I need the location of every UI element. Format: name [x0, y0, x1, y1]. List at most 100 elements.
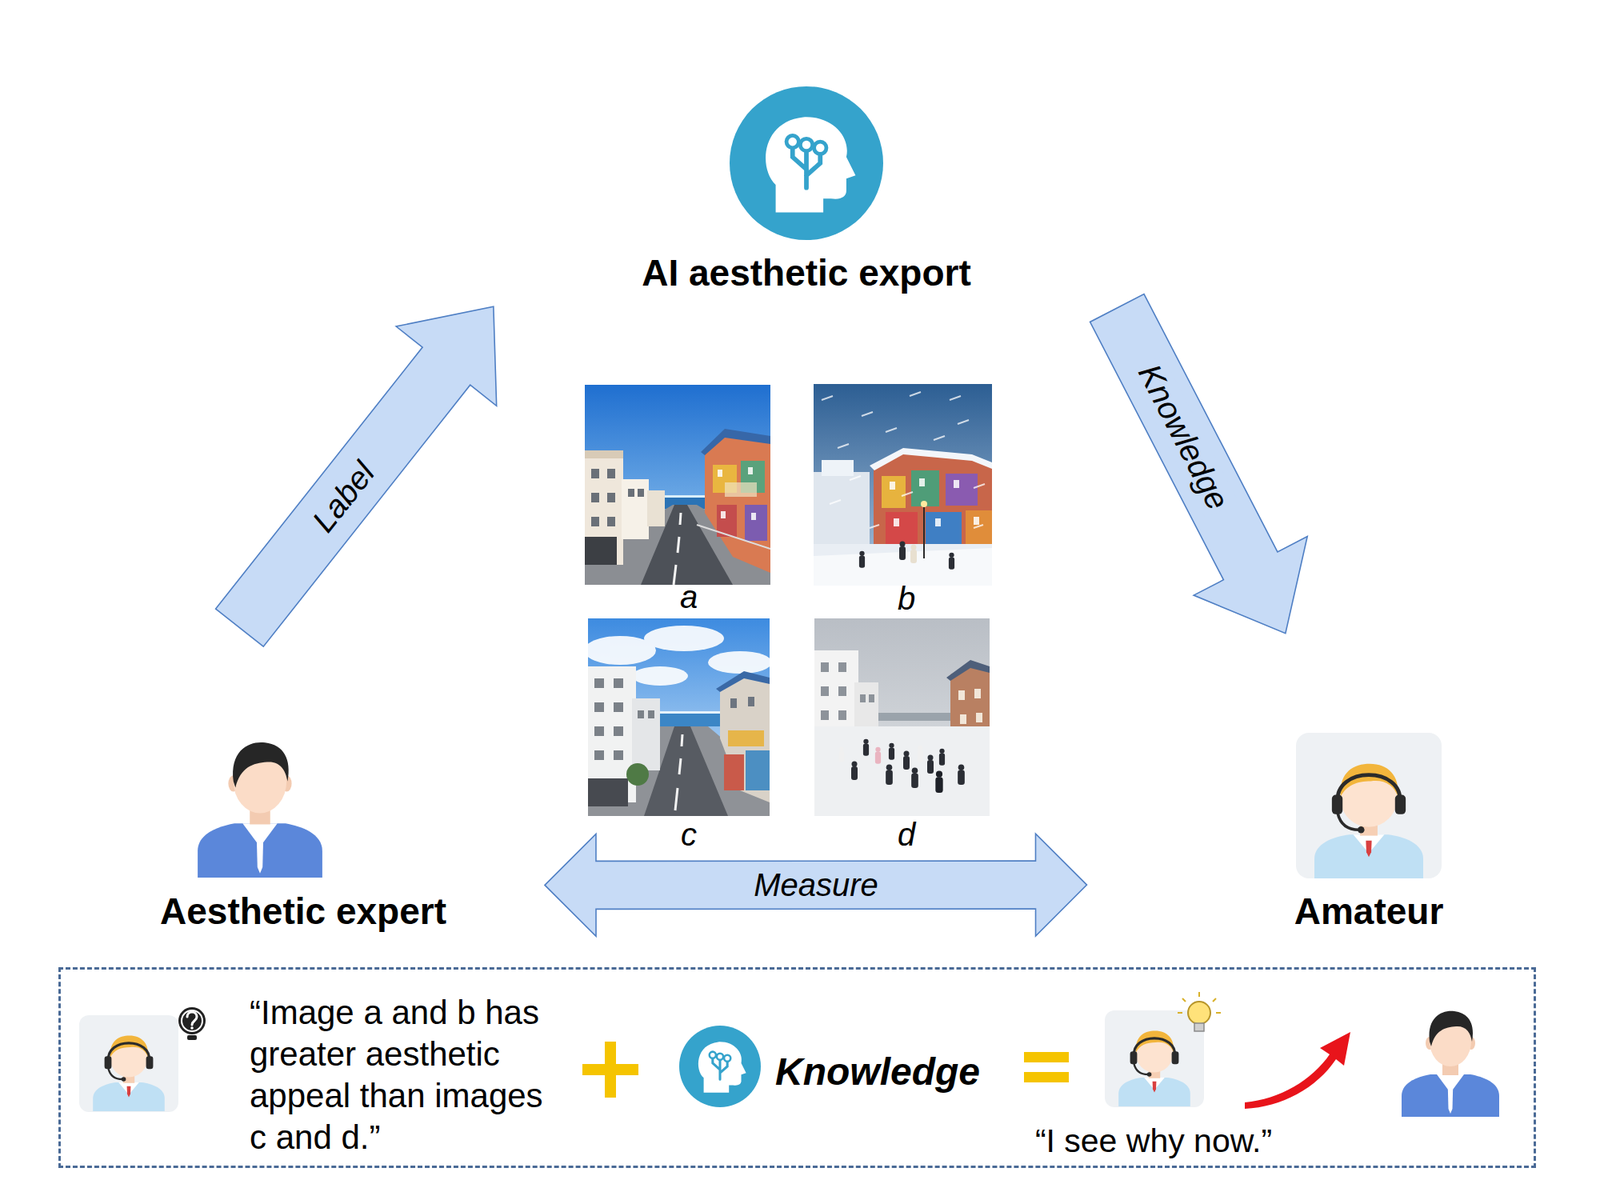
- photo-a: [591, 468, 600, 479]
- photo-b: [869, 448, 992, 471]
- photo-c: [730, 696, 755, 708]
- enlightened-amateur-icon: [1194, 1023, 1204, 1032]
- plus-sign: [604, 1041, 616, 1098]
- photo-c: [626, 763, 649, 786]
- expert-icon: [1401, 1011, 1500, 1117]
- photo-c: [632, 666, 688, 686]
- photo-d: [838, 662, 847, 672]
- photo-b: [821, 460, 854, 476]
- photo-a: [647, 490, 665, 527]
- photo-a: [591, 492, 600, 503]
- photo-c: [644, 625, 724, 652]
- photo-c: [708, 651, 772, 674]
- photo-b: [965, 510, 992, 547]
- expert-node: Aesthetic expert: [155, 734, 452, 934]
- block-arrow: [1090, 294, 1308, 634]
- photo-d: [868, 694, 875, 703]
- photo-d: [875, 747, 881, 764]
- photo-d: [917, 745, 924, 763]
- photo-d: [927, 755, 934, 775]
- photo-b: [813, 384, 992, 586]
- photo-c: [594, 750, 604, 760]
- photo-d: [946, 660, 990, 681]
- enlightened-amateur-icon: [1104, 992, 1221, 1108]
- photo-a: [717, 467, 756, 520]
- photo-b: [881, 476, 906, 508]
- photo-d: [939, 748, 945, 766]
- photo-a: [584, 456, 624, 565]
- photo-b: [821, 392, 985, 528]
- photo-d: [820, 662, 829, 672]
- photo-c: [584, 618, 772, 816]
- photo-b: [889, 481, 896, 490]
- photo-d: [838, 710, 847, 720]
- amateur-icon: [1296, 732, 1442, 879]
- photo-b: [920, 500, 928, 508]
- photo-a: [607, 516, 616, 527]
- expert-icon: [197, 742, 323, 878]
- photo-a: [673, 512, 681, 585]
- photo-b: [873, 451, 992, 556]
- photo-d: [885, 764, 893, 785]
- photo-c: [637, 710, 644, 719]
- progress-arrow: [1244, 1032, 1351, 1109]
- question-amateur-icon: [79, 1015, 179, 1112]
- photo-b: [948, 552, 955, 570]
- photo-b: [885, 512, 918, 544]
- photo-a: [628, 488, 635, 497]
- photo-b: [973, 516, 980, 525]
- ai-head-icon: [729, 86, 884, 240]
- photo-c: [648, 710, 655, 719]
- photo-a: [637, 488, 644, 497]
- photo-c: [675, 734, 683, 811]
- question-amateur-icon: [190, 1026, 194, 1030]
- photo-c: [584, 618, 772, 816]
- photo-b: [910, 544, 917, 564]
- photo-c: [594, 678, 604, 688]
- photo-c: [730, 698, 737, 708]
- photo-c: [748, 696, 755, 707]
- photo-a: [720, 511, 726, 519]
- photo-a: [607, 492, 616, 503]
- photo-c: [613, 678, 624, 688]
- photo-b: [923, 504, 925, 559]
- photo-c: [632, 698, 660, 771]
- photo-c: [613, 702, 624, 712]
- photo-a: [724, 482, 757, 497]
- photo-d: [814, 618, 990, 816]
- photo-b: [945, 473, 978, 506]
- photo-a: [621, 479, 649, 540]
- enlightened-amateur-icon: [1104, 1010, 1204, 1108]
- photo-c: [720, 676, 770, 803]
- photo-d: [814, 726, 990, 816]
- photo-b: [953, 480, 960, 488]
- enlightened-amateur-icon: [1188, 1001, 1211, 1024]
- knowledge-text: Knowledge: [775, 1049, 1032, 1095]
- photo-c: [588, 778, 628, 807]
- question-amateur-icon: [79, 1007, 206, 1112]
- amateur-node: Amateur: [1289, 732, 1449, 934]
- photo-b: [925, 512, 962, 544]
- photo-d: [960, 714, 967, 724]
- amateur-icon: [1296, 732, 1442, 879]
- ai-expert-node: AI aesthetic export: [502, 86, 1111, 296]
- photo-d: [888, 743, 895, 760]
- photo-d: [958, 690, 965, 700]
- photo-a: [700, 428, 771, 456]
- image-label: c: [680, 816, 697, 852]
- photo-a: [704, 434, 771, 573]
- node-label: AI aesthetic export: [641, 251, 972, 296]
- photo-d: [860, 694, 866, 703]
- equals-sign: [1024, 1052, 1069, 1063]
- question-amateur-icon: [92, 1036, 165, 1112]
- question-amateur-icon: [187, 1035, 197, 1040]
- photo-b: [859, 551, 865, 568]
- question-amateur-icon: [178, 1007, 206, 1035]
- photo-a: [717, 469, 723, 477]
- photo-b: [813, 384, 992, 586]
- photo-c: [613, 750, 624, 760]
- photo-a: [591, 468, 644, 527]
- photo-a: [607, 468, 616, 479]
